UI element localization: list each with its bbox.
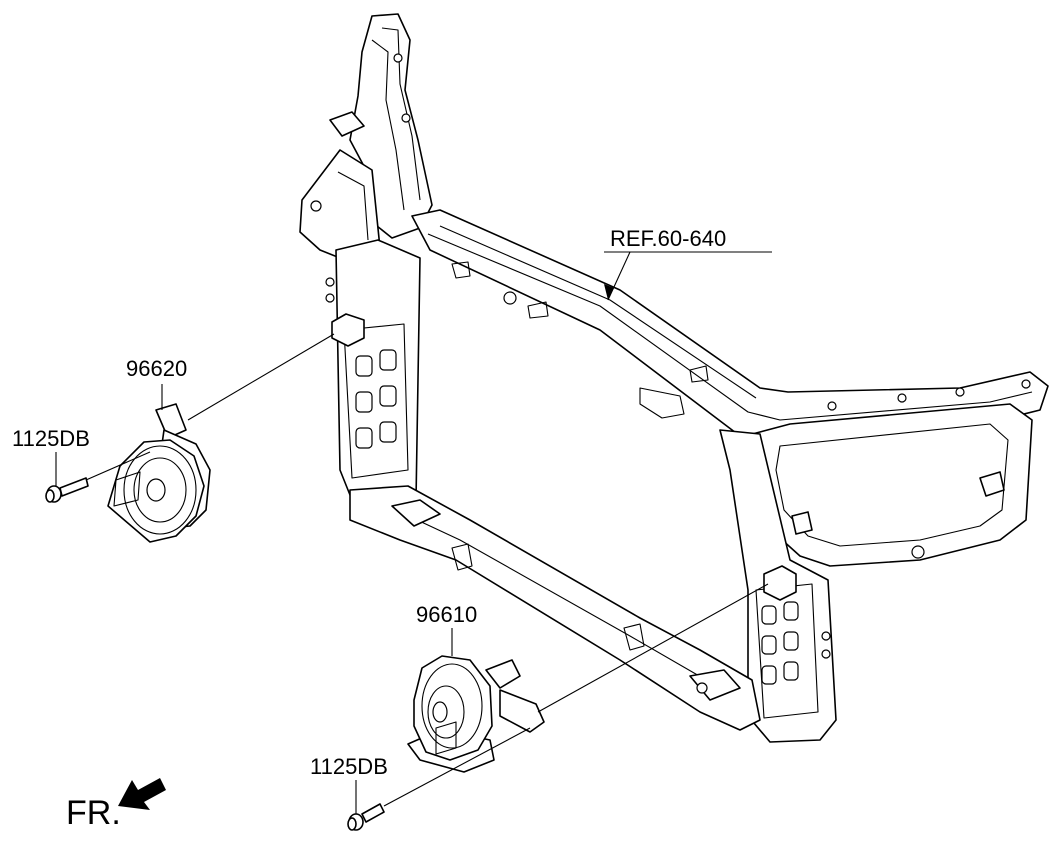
part-label-bolt-lower: 1125DB: [310, 754, 388, 779]
part-label-bolt-upper: 1125DB: [12, 426, 90, 451]
bolt-1125DB-upper: [45, 477, 89, 503]
bolt-1125DB-lower: [347, 803, 385, 831]
leader-lines: [55, 251, 772, 814]
horn-96610: [407, 655, 545, 773]
part-label-96620: 96620: [126, 356, 187, 381]
direction-label: FR.: [66, 794, 121, 832]
radiator-support-frame: [299, 13, 1049, 743]
fr-arrow-icon: [118, 778, 166, 810]
part-label-96610: 96610: [416, 602, 477, 627]
horn-96620: [107, 403, 211, 543]
ref-label: REF.60-640: [610, 226, 726, 251]
